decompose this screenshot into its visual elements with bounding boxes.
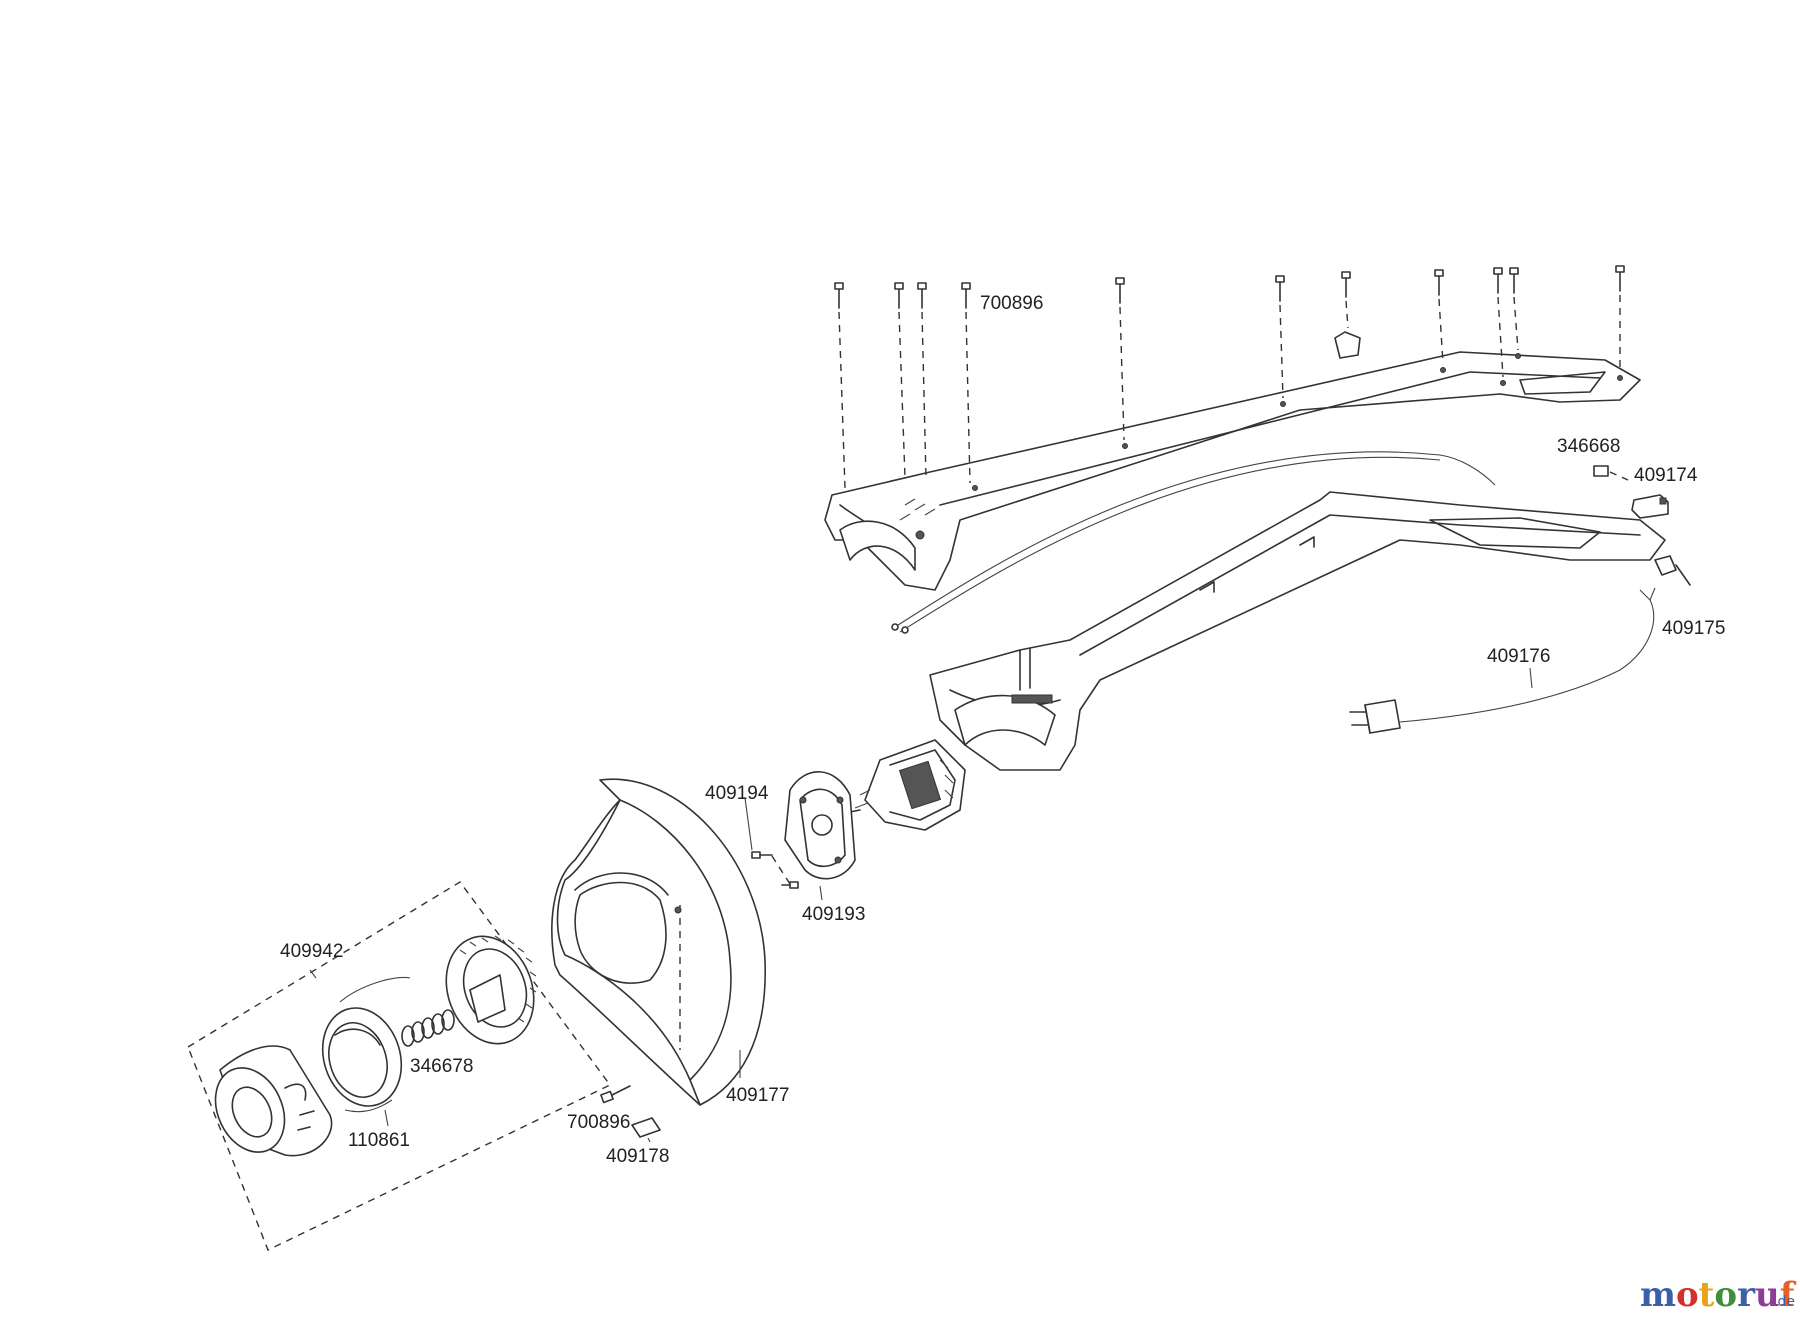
screw-icon bbox=[1615, 265, 1625, 292]
screw-icon bbox=[600, 1085, 631, 1104]
watermark-letter: m bbox=[1640, 1275, 1676, 1315]
screw-icon bbox=[894, 282, 904, 309]
spool-housing bbox=[445, 935, 537, 1045]
label-346678: 346678 bbox=[410, 1056, 473, 1077]
screw-icon bbox=[1493, 267, 1503, 294]
motor bbox=[849, 739, 966, 831]
label-409177: 409177 bbox=[726, 1085, 789, 1106]
motoruf-watermark: motoruf .de bbox=[1640, 1275, 1797, 1315]
label-409174: 409174 bbox=[1634, 465, 1698, 486]
switch-icon bbox=[1631, 494, 1669, 519]
screw-icon bbox=[751, 851, 773, 859]
connector-icon bbox=[1593, 465, 1609, 477]
lower-housing bbox=[929, 491, 1666, 771]
label-700896-lower: 700896 bbox=[567, 1112, 630, 1133]
screw-icon bbox=[1115, 277, 1125, 304]
spool-cap bbox=[214, 1045, 333, 1157]
label-409176: 409176 bbox=[1487, 646, 1550, 667]
motor-plate bbox=[784, 771, 856, 880]
screw-icon bbox=[1509, 267, 1519, 294]
label-409194: 409194 bbox=[705, 783, 769, 804]
screw-icon bbox=[1275, 275, 1285, 302]
switch-parts bbox=[1593, 465, 1691, 586]
watermark-letter: o bbox=[1714, 1275, 1737, 1315]
watermark-letter: o bbox=[1676, 1275, 1699, 1315]
screw-icon bbox=[781, 881, 799, 889]
spool-kit-group bbox=[187, 881, 612, 1251]
blade-icon bbox=[631, 1117, 661, 1138]
internal-wire bbox=[894, 451, 1496, 628]
screw-icon bbox=[834, 282, 844, 309]
label-409942: 409942 bbox=[280, 941, 343, 962]
screw-icon bbox=[1341, 271, 1351, 298]
screw-icon bbox=[961, 282, 971, 309]
housing-screws bbox=[834, 265, 1625, 489]
upper-housing bbox=[824, 331, 1641, 591]
spool bbox=[321, 976, 411, 1113]
watermark-text: motoruf bbox=[1640, 1275, 1797, 1315]
label-409175: 409175 bbox=[1662, 618, 1725, 639]
spring-icon bbox=[401, 1009, 455, 1047]
guard bbox=[551, 778, 766, 1106]
watermark-suffix: .de bbox=[1773, 1294, 1795, 1310]
capacitor-icon bbox=[1654, 555, 1677, 576]
label-409193: 409193 bbox=[802, 904, 865, 925]
label-700896-upper: 700896 bbox=[980, 293, 1043, 314]
watermark-letter: t bbox=[1699, 1275, 1715, 1315]
label-409178: 409178 bbox=[606, 1146, 669, 1167]
screw-icon bbox=[917, 282, 927, 309]
screw-icon bbox=[1434, 269, 1444, 296]
watermark-letter: u bbox=[1755, 1275, 1780, 1315]
power-cord bbox=[1349, 587, 1656, 734]
watermark-letter: r bbox=[1737, 1275, 1756, 1315]
label-346668: 346668 bbox=[1557, 436, 1620, 457]
label-110861: 110861 bbox=[348, 1130, 410, 1151]
watermark-letter: f bbox=[1780, 1275, 1797, 1315]
